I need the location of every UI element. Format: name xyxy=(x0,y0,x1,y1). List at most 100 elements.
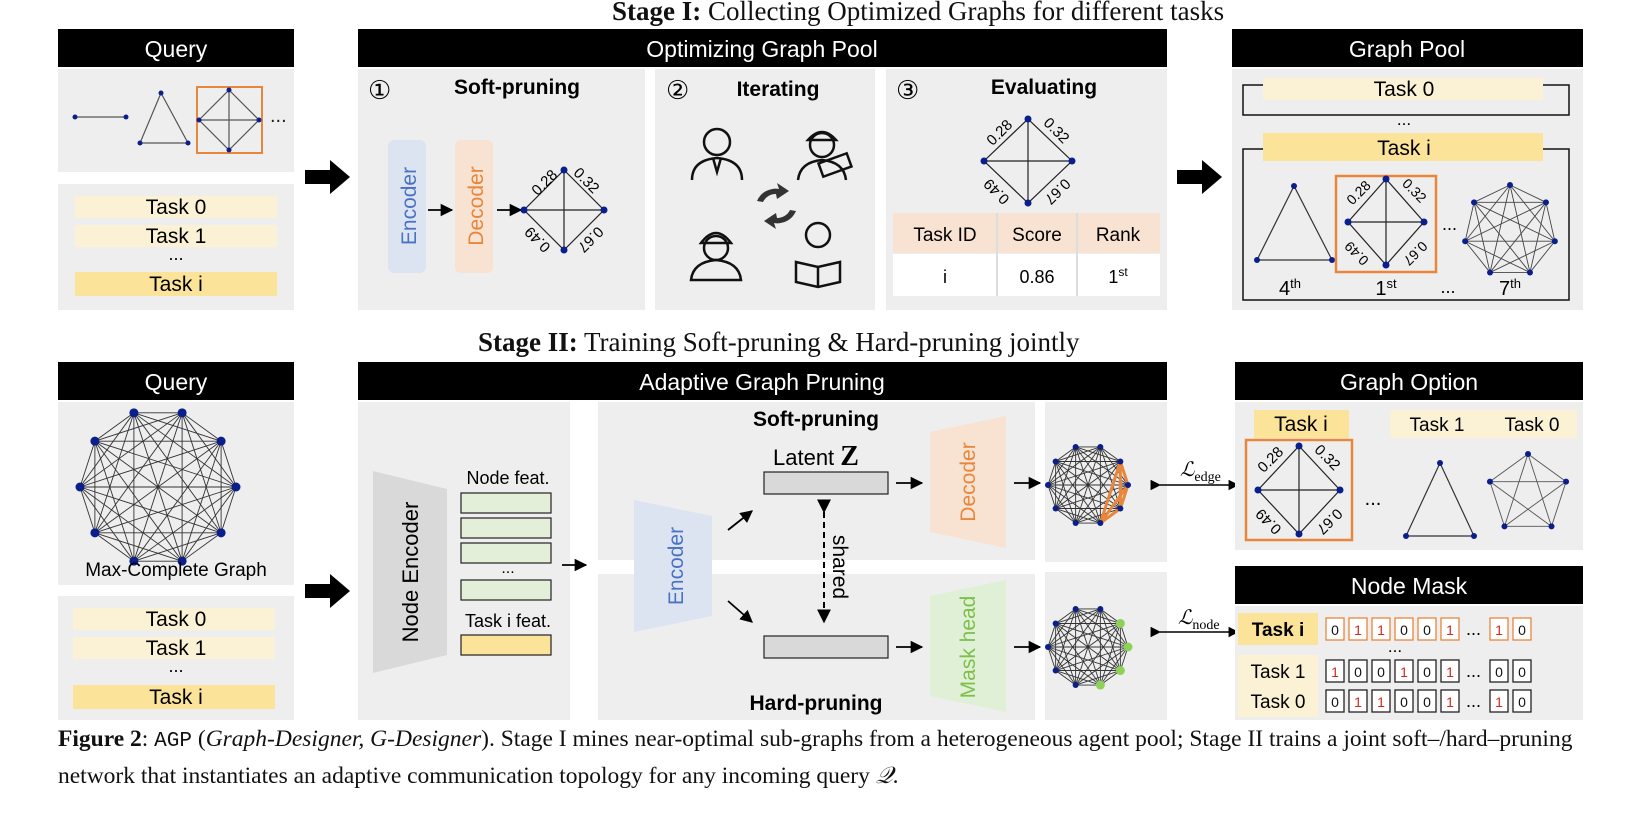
graph-edge xyxy=(1509,184,1556,242)
mask-row-label: Task 1 xyxy=(1251,662,1306,683)
graph-edge xyxy=(79,412,183,488)
evaluating-title: Evaluating xyxy=(991,76,1097,99)
stage2-task-1: Task 1 xyxy=(146,637,207,660)
graph-node xyxy=(129,408,139,418)
mask-ellipsis: ... xyxy=(1466,661,1481,681)
stage1-encoder-label: Encoder xyxy=(398,167,421,245)
caption-fig: Figure 2 xyxy=(58,726,142,752)
mask-bit-cell xyxy=(1394,617,1414,641)
graph-edge xyxy=(1473,184,1511,203)
mask-bit: 1 xyxy=(1400,664,1408,680)
graph-node xyxy=(1125,482,1131,488)
graph-edge xyxy=(1055,508,1101,524)
graph-node xyxy=(1052,505,1059,512)
graph-edge xyxy=(1504,453,1529,527)
graph-edge xyxy=(1047,484,1101,524)
node-loss: ℒnode xyxy=(1150,607,1240,638)
graph-edge xyxy=(1055,623,1129,648)
stage2-arrow-left xyxy=(305,574,350,608)
caption-paren-open: ( xyxy=(191,726,206,752)
table-cell-score: 0.86 xyxy=(1019,267,1054,287)
stage1-arrow-right xyxy=(1177,160,1222,194)
option-triangle-graph xyxy=(1403,460,1477,539)
adaptive-graph-pruning: Adaptive Graph Pruning Node Encoder Node… xyxy=(358,362,1167,720)
graph-edge xyxy=(79,486,222,534)
mask-bit-cell xyxy=(1371,617,1391,641)
stage2-decoder-label: Decoder xyxy=(957,442,980,521)
mask-bit: 1 xyxy=(1354,622,1362,638)
node-feat-label: Node feat. xyxy=(466,468,549,488)
graph-node xyxy=(1117,458,1124,465)
mask-bit-cell xyxy=(1512,617,1532,641)
mask-bit: 0 xyxy=(1377,664,1385,680)
graph-node xyxy=(1501,523,1508,530)
graph-edge xyxy=(1047,646,1121,671)
graph-edge xyxy=(94,440,237,488)
graph-edge xyxy=(1489,240,1556,273)
graph-edge xyxy=(1047,608,1101,648)
mask-bit: 0 xyxy=(1331,694,1339,710)
mask-bit-cell xyxy=(1348,659,1368,683)
graph-node xyxy=(1525,451,1531,457)
caption-text: . Stage I mines near-optimal sub-graphs … xyxy=(58,726,1573,789)
mask-bit-cell xyxy=(1489,617,1509,641)
stage1-task-1: Task 1 xyxy=(146,225,207,248)
graph-option-panel: Graph Option Task i Task 1 Task 0 0.28 0… xyxy=(1235,362,1583,550)
mask-head-label: Mask head xyxy=(957,596,980,699)
graph-node xyxy=(1526,269,1533,276)
graph-edge xyxy=(94,412,135,442)
graph-edge xyxy=(1489,481,1552,527)
mask-bit-cell xyxy=(1325,659,1345,683)
node-encoder-label: Node Encoder xyxy=(398,502,423,643)
graph-node xyxy=(1123,642,1133,652)
graph-edge xyxy=(1075,646,1129,686)
optimizing-pool-header: Optimizing Graph Pool xyxy=(646,36,877,62)
mask-bit: 1 xyxy=(1331,664,1339,680)
graph-node xyxy=(1045,482,1051,488)
rank-dots: ... xyxy=(1440,277,1455,297)
graph-edge xyxy=(1047,484,1057,509)
pruned-edge xyxy=(1098,461,1122,524)
mask-bit-cell xyxy=(1417,659,1437,683)
graph-node xyxy=(1542,199,1549,206)
graph-edge xyxy=(1075,608,1101,686)
graph-edge xyxy=(1464,240,1491,273)
graph-edge xyxy=(1473,201,1556,242)
graph-node xyxy=(1548,523,1555,530)
graph-node xyxy=(1095,680,1105,690)
graph-edge xyxy=(1100,446,1121,462)
node-loss-label: ℒnode xyxy=(1178,607,1220,633)
mask-bit: 0 xyxy=(1400,694,1408,710)
mask-row-label-bg xyxy=(1238,655,1318,687)
caption-colon: : xyxy=(141,726,155,752)
graph-node xyxy=(1462,238,1469,245)
graph-node xyxy=(1507,182,1513,188)
mask-bit-cell xyxy=(1371,689,1391,713)
graph-edge xyxy=(1055,461,1101,524)
graph-edge xyxy=(181,412,222,533)
table-cell-task-id: i xyxy=(943,267,947,287)
graph-node xyxy=(177,408,187,418)
graph-pool-header: Graph Pool xyxy=(1349,36,1465,62)
mask-bit: 1 xyxy=(1446,694,1454,710)
optimizing-graph-pool: Optimizing Graph Pool ① Soft-pruning Enc… xyxy=(358,29,1167,310)
pruned-edge xyxy=(1118,484,1130,509)
mask-bit-cell xyxy=(1325,689,1345,713)
pool-triangle-graph xyxy=(1254,183,1335,263)
mask-bit: 1 xyxy=(1354,694,1362,710)
graph-edge xyxy=(94,532,183,562)
graph-edge xyxy=(1047,646,1057,671)
stage1-task-i: Task i xyxy=(149,273,203,296)
soft-pruning-label: Soft-pruning xyxy=(753,408,879,431)
refresh-cycle-icon xyxy=(757,183,796,229)
mask-bit-cell xyxy=(1394,689,1414,713)
graph-edge xyxy=(220,486,237,533)
mask-bit: 1 xyxy=(1495,622,1503,638)
option-task-0: Task 0 xyxy=(1505,415,1560,436)
stage2-query-header: Query xyxy=(145,369,208,395)
caption-end: . xyxy=(892,763,899,789)
diamond-graph-selected xyxy=(196,86,263,154)
option-diamond-graph: 0.28 0.32 0.49 0.67 xyxy=(1252,441,1345,537)
weighted-diamond-graph-1: 0.28 0.32 0.49 0.67 xyxy=(520,164,608,256)
graph-edge xyxy=(1509,184,1531,273)
